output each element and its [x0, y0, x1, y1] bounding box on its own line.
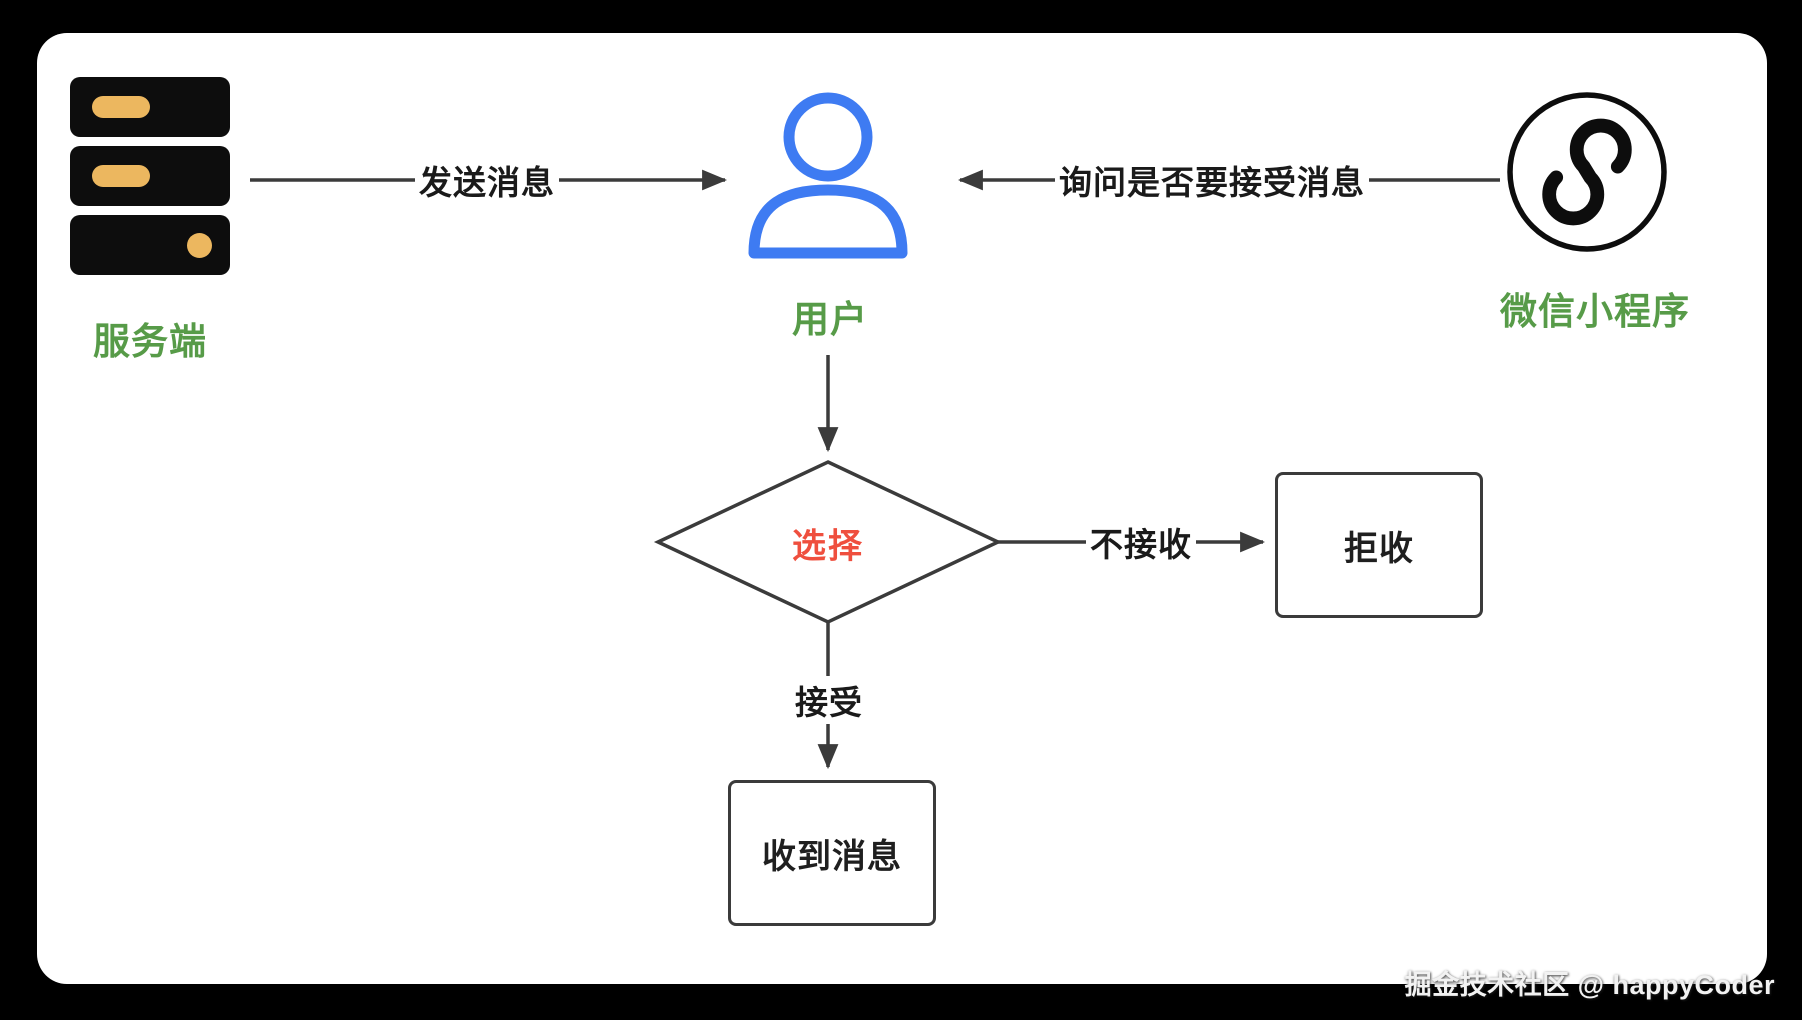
server-icon: [70, 77, 230, 275]
diagram-canvas: 拒收 收到消息 服务端 用户 微信小程序 选择 发送消息 询问是否要接受消息 不…: [37, 33, 1767, 984]
user-icon: [748, 92, 908, 259]
watermark: 掘金技术社区 @ happyCoder: [1404, 970, 1775, 1000]
miniprogram-icon: [1507, 92, 1667, 252]
decision-diamond: [653, 460, 1003, 624]
edge-label-send: 发送消息: [415, 156, 559, 204]
server-rack-unit: [70, 77, 230, 137]
server-rack-unit: [70, 146, 230, 206]
server-rack-unit: [70, 215, 230, 275]
decision-label: 选择: [792, 527, 864, 566]
received-box: 收到消息: [728, 780, 936, 926]
edge-label-accept: 接受: [791, 676, 867, 724]
server-label: 服务端: [93, 321, 207, 362]
miniprogram-label: 微信小程序: [1500, 291, 1690, 332]
edge-label-ask: 询问是否要接受消息: [1055, 156, 1369, 204]
received-box-label: 收到消息: [762, 837, 902, 876]
server-led-dot: [187, 233, 212, 258]
reject-box-label: 拒收: [1344, 529, 1414, 568]
edge-label-not-accept: 不接收: [1086, 518, 1196, 566]
server-led-bar: [92, 96, 150, 118]
user-label: 用户: [792, 299, 868, 340]
server-led-bar: [92, 165, 150, 187]
reject-box: 拒收: [1275, 472, 1483, 618]
